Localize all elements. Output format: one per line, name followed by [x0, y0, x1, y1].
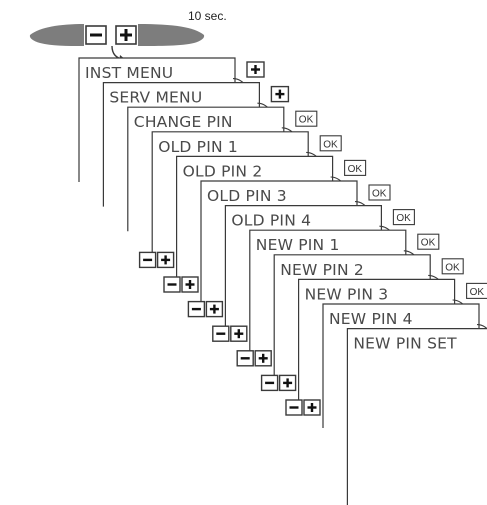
screen-frame	[151, 131, 309, 256]
menu-item-label: NEW PIN 3	[305, 285, 389, 303]
screen-frame	[346, 328, 487, 505]
ok-key-icon[interactable]	[441, 258, 464, 275]
menu-item-label: OLD PIN 4	[231, 212, 311, 230]
ok-key-label: OK	[372, 189, 387, 200]
ok-key-label: OK	[323, 139, 338, 150]
ok-key-icon[interactable]	[295, 110, 318, 127]
left-hand-pointing-icon	[29, 24, 84, 46]
menu-cascade: INST MENU SERV MENU CHANGE PIN OK OLD PIN 1 O…	[78, 57, 487, 505]
menu-item-label: OLD PIN 3	[207, 187, 287, 205]
ok-key-icon[interactable]	[368, 184, 391, 201]
ok-key-label: OK	[421, 238, 436, 249]
ok-key-label: OK	[396, 213, 411, 224]
screen-frame	[322, 303, 480, 428]
ok-key-label: OK	[470, 287, 485, 298]
screen-frame	[273, 254, 431, 379]
menu-item-label: OLD PIN 1	[158, 138, 238, 156]
ok-key-icon[interactable]	[417, 233, 440, 250]
menu-item-label: SERV MENU	[109, 89, 202, 107]
hold-keys-group: 10 sec.	[29, 9, 227, 63]
screen-frame	[224, 205, 382, 330]
screen-frame	[298, 278, 456, 404]
menu-item-label: NEW PIN SET	[353, 335, 457, 353]
ok-key-icon[interactable]	[466, 282, 487, 299]
menu-item-label: CHANGE PIN	[134, 113, 233, 131]
menu-item-label: OLD PIN 2	[183, 162, 263, 180]
menu-item-label: INST MENU	[85, 64, 173, 82]
screen-frame	[102, 82, 260, 207]
screen-frame	[249, 229, 407, 355]
screen-frame	[78, 57, 236, 182]
screen-frame	[200, 180, 358, 305]
hold-time-label: 10 sec.	[188, 9, 227, 23]
ok-key-icon[interactable]	[392, 209, 415, 226]
menu-screen: NEW PIN SET	[346, 328, 487, 505]
right-hand-pointing-icon	[138, 24, 205, 46]
menu-item-label: NEW PIN 1	[256, 236, 340, 254]
ok-key-label: OK	[348, 164, 363, 175]
ok-key-icon[interactable]	[344, 159, 367, 176]
screen-frame	[176, 155, 334, 281]
ok-key-label: OK	[299, 115, 314, 126]
ok-key-label: OK	[445, 262, 460, 273]
menu-item-label: NEW PIN 2	[280, 261, 364, 279]
menu-item-label: NEW PIN 4	[329, 310, 413, 328]
screen-frame	[127, 106, 285, 232]
ok-key-icon[interactable]	[319, 135, 342, 152]
